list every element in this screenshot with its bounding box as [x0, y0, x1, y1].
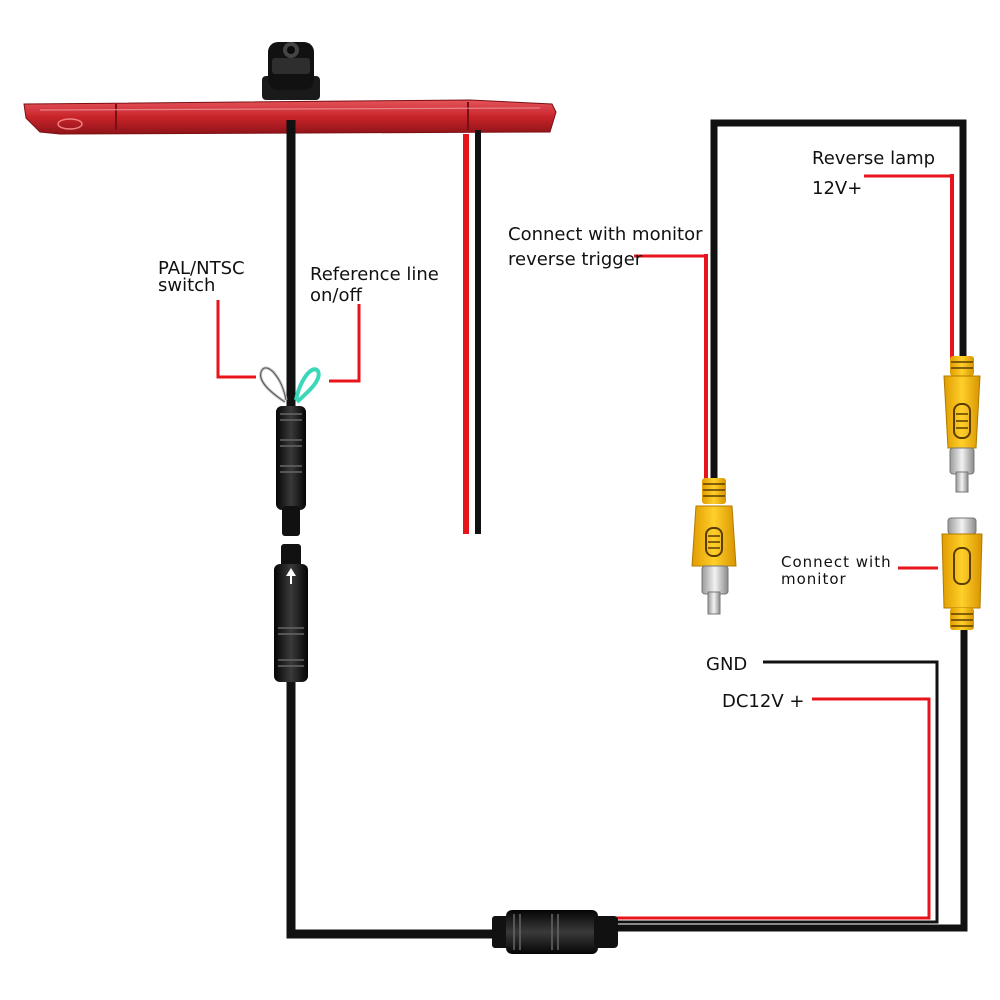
connect-monitor-label: Connect with monitor — [781, 553, 892, 588]
reference-line-label: Reference line on/off — [310, 264, 439, 306]
gnd-label: GND — [706, 654, 748, 675]
trigger-loop-cable — [704, 119, 967, 484]
reference-line-switch-loop — [294, 367, 321, 404]
extension-socket — [274, 544, 308, 682]
main-extension-cable — [286, 680, 500, 939]
rca-male-plug-icon — [691, 478, 737, 615]
camera-power-cable — [463, 130, 481, 534]
brake-light-icon — [23, 99, 557, 135]
reverse-lamp-label: Reverse lamp — [812, 148, 936, 169]
rca-female-plug-icon — [941, 517, 983, 630]
camera-video-plug — [276, 406, 306, 536]
pal-ntsc-switch-loop — [259, 366, 288, 404]
monitor-power-cable — [614, 630, 968, 932]
pal-ntsc-label: PAL/NTSC switch — [158, 258, 245, 296]
leader-lines — [216, 174, 952, 570]
monitor-trigger-label: Connect with monitor reverse trigger — [508, 224, 703, 270]
reverse-lamp-voltage-label: 12V+ — [812, 178, 863, 199]
dc12v-label: DC12V + — [722, 691, 805, 712]
camera-icon — [262, 42, 320, 100]
rca-male-plug-icon — [943, 356, 981, 493]
4-pin-connector-icon — [492, 910, 618, 954]
